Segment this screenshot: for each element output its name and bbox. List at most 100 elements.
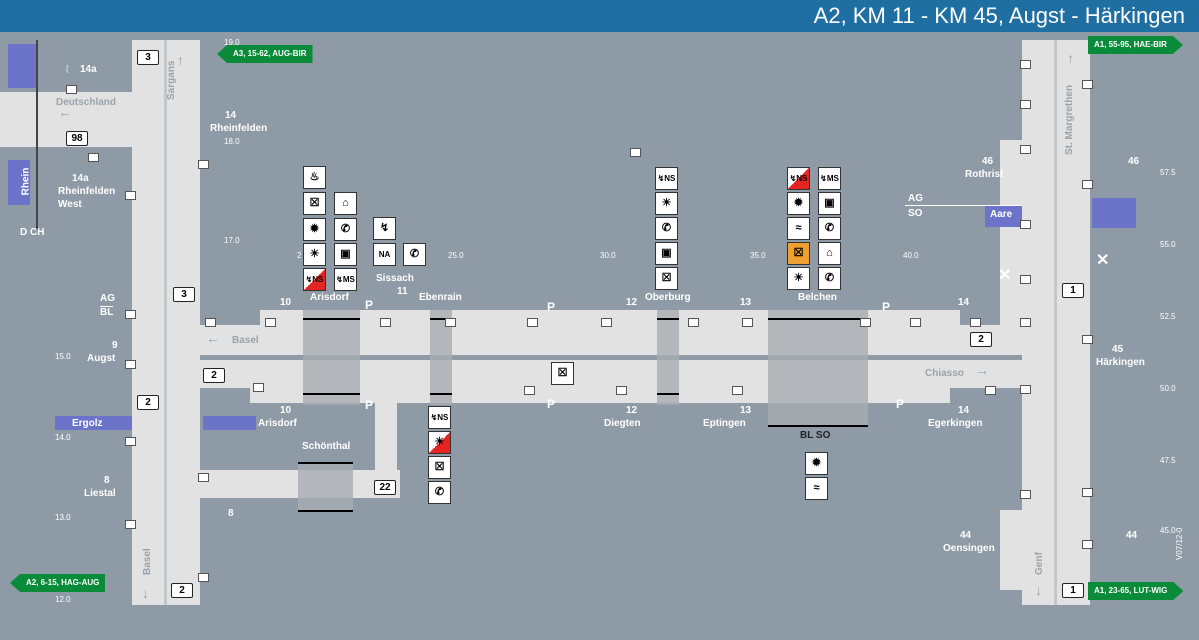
power-ns-icon: ↯NS: [655, 167, 678, 190]
signal-x-icon: ☒: [551, 362, 574, 385]
belchen-label: Belchen: [798, 292, 837, 303]
signal-x-icon: ☒: [303, 192, 326, 215]
tunnel-arisdorf: [303, 310, 360, 405]
km-17: 17.0: [224, 236, 240, 245]
km-18: 18.0: [224, 137, 240, 146]
page-title: A2, KM 11 - KM 45, Augst - Härkingen: [813, 3, 1185, 28]
camera-icon: [1082, 335, 1093, 344]
power-ns-icon: ↯NS: [428, 406, 451, 429]
exit-14-upper-right: 14: [958, 297, 970, 308]
extinguisher-phone-icon: ✆: [428, 481, 451, 504]
camera-icon: [1082, 540, 1093, 549]
camera-icon: [1020, 318, 1031, 327]
camera-icon: [125, 310, 136, 319]
exit-13-lower: 13: [740, 405, 752, 416]
camera-icon: [524, 386, 535, 395]
parking-icon: P: [547, 300, 556, 314]
aare-water: [985, 205, 1022, 227]
power-ms-icon: ↯MS: [818, 167, 841, 190]
monitor-icon: ▣: [655, 242, 678, 265]
road-number-2: 2: [171, 583, 193, 598]
road-number-22: 22: [374, 480, 396, 495]
exit-14-lower-right: 14: [958, 405, 970, 416]
camera-icon: [265, 318, 276, 327]
camera-icon: [910, 318, 921, 327]
egerkingen-label: Egerkingen: [928, 418, 983, 429]
camera-icon: [1082, 488, 1093, 497]
rhein-water: [8, 44, 38, 88]
oberburg-label: Oberburg: [645, 292, 691, 303]
ergolz-label: Ergolz: [72, 418, 103, 429]
camera-icon: [125, 520, 136, 529]
camera-icon: [1082, 180, 1093, 189]
camera-icon: [732, 386, 743, 395]
tunnel-bar: [298, 462, 353, 464]
rheinfelden-label: Rheinfelden: [210, 123, 268, 134]
camera-icon: [1082, 80, 1093, 89]
km-30: 30.0: [600, 251, 616, 260]
fire-house-icon: ⌂: [334, 192, 357, 215]
tunnel-bar: [303, 393, 360, 395]
fire-house-icon: ⌂: [818, 242, 841, 265]
camera-icon: [66, 85, 77, 94]
canton-bl: BL: [100, 306, 114, 318]
camera-icon: [198, 160, 209, 169]
exit-9: 9: [112, 340, 118, 351]
sign-a1-bottom: A1, 23-65, LUT-WIG: [1088, 582, 1183, 600]
border-crossing-icon: ✕: [1096, 252, 1110, 269]
camera-icon: [1020, 490, 1031, 499]
direction-genf: Genf: [1034, 552, 1045, 575]
schoenthal-label: Schönthal: [302, 441, 351, 452]
arrow-up-icon: ↑: [1067, 50, 1074, 66]
arisdorf-upper: Arisdorf: [310, 292, 349, 303]
diegten-label: Diegten: [604, 418, 641, 429]
fire-detector-icon: ♨: [303, 166, 326, 189]
d-ch-label: D CH: [20, 227, 45, 238]
monitor-icon: ▣: [818, 192, 841, 215]
exit-45: 45: [1112, 344, 1124, 355]
extinguisher-phone-icon: ✆: [818, 267, 841, 290]
camera-icon: [445, 318, 456, 327]
km-35: 35.0: [750, 251, 766, 260]
km-mid-2: 2: [297, 251, 302, 260]
canton-ag: AG: [100, 293, 115, 304]
ventilation-icon: ✹: [805, 452, 828, 475]
camera-icon: [985, 386, 996, 395]
camera-icon: [527, 318, 538, 327]
road-number-1: 1: [1062, 283, 1084, 298]
arisdorf-lower: Arisdorf: [258, 418, 297, 429]
camera-icon: [742, 318, 753, 327]
camera-icon: [1020, 60, 1031, 69]
exit-44-left: 44: [960, 530, 972, 541]
sign-a2-bottom: A2, 6-15, HAG-AUG: [10, 574, 106, 592]
rheinfelden-west-1: Rheinfelden: [58, 186, 116, 197]
augst-label: Augst: [87, 353, 116, 364]
direction-st-margrethen: St. Margrethen: [1064, 84, 1075, 155]
na-house-icon: NA: [373, 243, 396, 266]
exit-12-upper: 12: [626, 297, 638, 308]
km-45: 45.0: [1160, 526, 1176, 535]
road-number-2: 2: [137, 395, 159, 410]
title-bar: A2, KM 11 - KM 45, Augst - Härkingen: [0, 0, 1199, 32]
direction-sargans: Sargans: [166, 60, 177, 100]
direction-basel-vertical: Basel: [142, 548, 153, 575]
camera-icon: [688, 318, 699, 327]
ebenrain-label: Ebenrain: [419, 292, 462, 303]
exit-11: 11: [397, 286, 408, 297]
tunnel-schoenthal: [298, 462, 353, 512]
oensingen-label: Oensingen: [943, 543, 995, 554]
aare-label: Aare: [990, 209, 1013, 220]
direction-chiasso: Chiasso: [925, 368, 964, 379]
power-ns-icon: ↯NS: [787, 167, 810, 190]
km-57-5: 57.5: [1160, 168, 1176, 177]
rheinfelden-west-2: West: [58, 199, 82, 210]
road-number-1: 1: [1062, 583, 1084, 598]
signal-x-icon: ☒: [428, 456, 451, 479]
lighting-icon: ☀: [303, 243, 326, 266]
tunnel-bar: [298, 510, 353, 512]
right-ramp-top: [1000, 140, 1022, 340]
sissach-label: Sissach: [376, 273, 414, 284]
tunnel-bar: [657, 393, 679, 395]
road-number-3: 3: [173, 287, 195, 302]
exit-14a-top: 14a: [80, 64, 97, 75]
